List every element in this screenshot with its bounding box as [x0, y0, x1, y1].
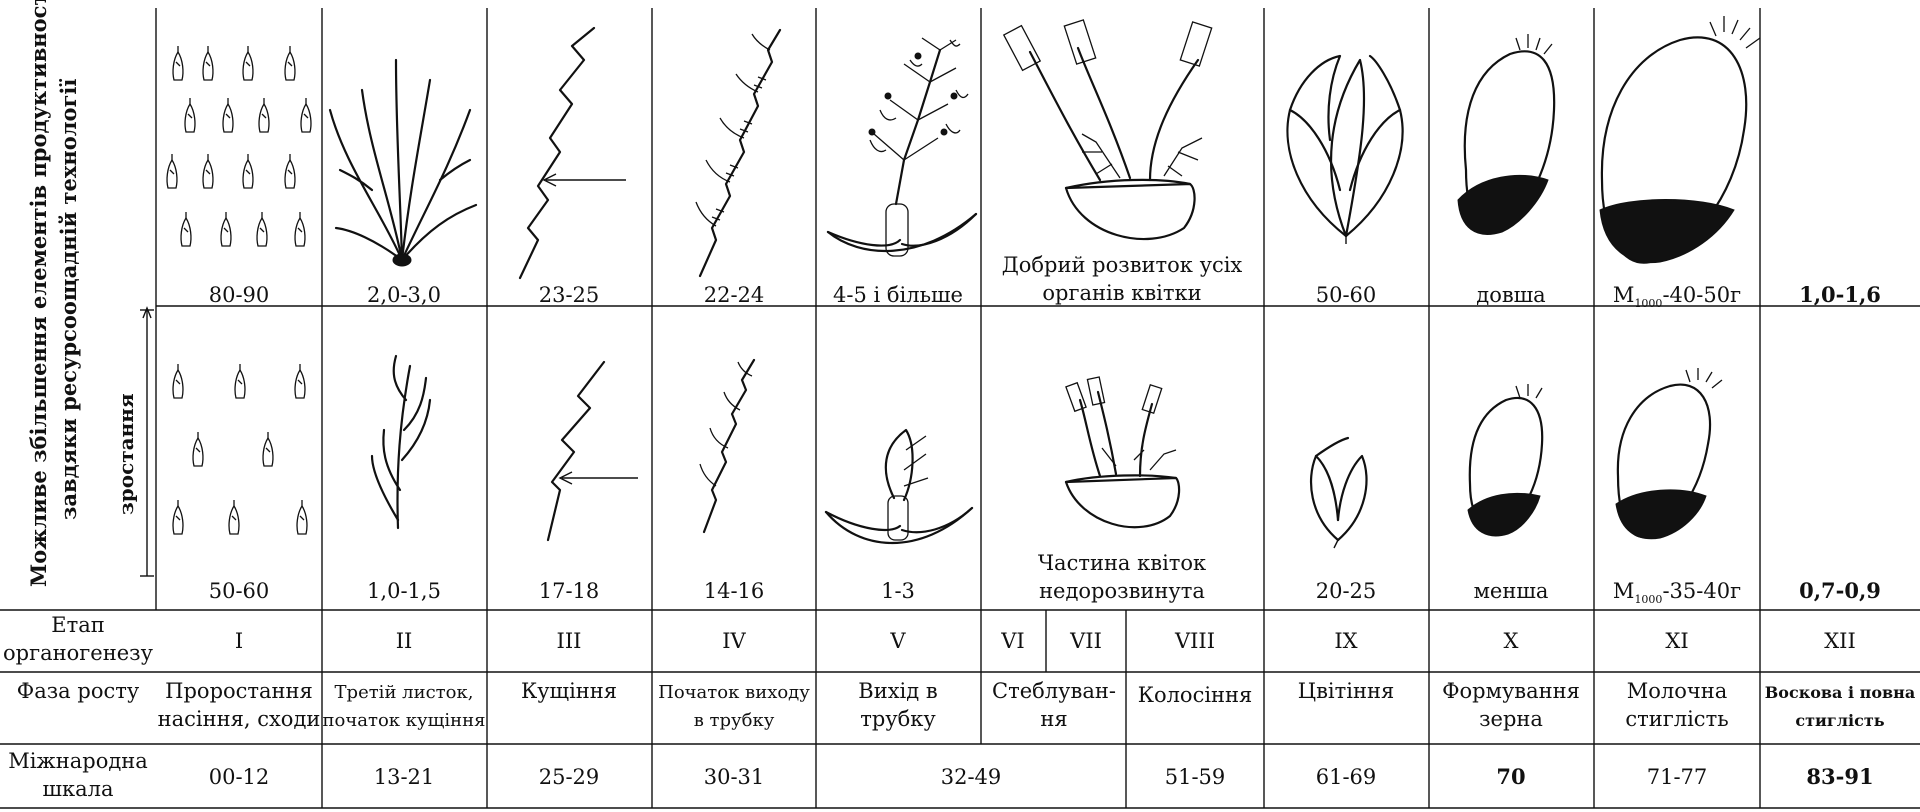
bottom-value-stage-4: 14-16 [704, 579, 765, 603]
top-value-stage-5: 4-5 і більше [833, 283, 963, 307]
phase-6-line1: Стеблуван- [992, 679, 1116, 703]
scale-5: 32-49 [941, 765, 1002, 789]
phase-12-line1: Воскова і повна [1765, 683, 1915, 702]
bottom-value-stage-2: 1,0-1,5 [367, 579, 441, 603]
stem-elongation-illustration [696, 30, 780, 276]
flower-full-illustration [1004, 20, 1212, 239]
bottom-value-stage-12: 0,7-0,9 [1799, 578, 1881, 603]
scale-6: 51-59 [1165, 765, 1226, 789]
stage-II: II [396, 629, 413, 653]
flowering-small-illustration [1311, 438, 1366, 548]
phase-row: Фаза росту Проростання насіння, сходи Тр… [17, 679, 1915, 731]
scale-8: 70 [1496, 764, 1525, 789]
tillering-node-illustration [520, 28, 626, 278]
scale-7: 61-69 [1316, 765, 1377, 789]
top-value-stage-12: 1,0-1,6 [1799, 282, 1881, 307]
phase-6-line2: ня [1040, 707, 1067, 731]
stem-elongation-small-illustration [700, 360, 754, 532]
tillering-node-small-illustration [548, 362, 638, 540]
phase-2-line1: Третій листок, [335, 682, 474, 703]
bottom-value-flower-line1: Частина квіток [1038, 551, 1206, 575]
flowering-illustration [1287, 56, 1402, 244]
scale-2: 13-21 [374, 765, 435, 789]
phase-11-line2: стиглість [1625, 707, 1728, 731]
stage-IV: IV [722, 629, 746, 653]
bottom-value-stage-10: менша [1474, 579, 1549, 603]
third-leaf-illustration [372, 356, 430, 528]
stage-III: III [557, 629, 582, 653]
top-value-flower-line1: Добрий розвиток усіх [1002, 253, 1243, 277]
scale-3: 25-29 [539, 765, 600, 789]
bottom-value-stage-1: 50-60 [209, 579, 270, 603]
phase-4-line2: в трубку [694, 710, 775, 731]
bottom-value-flower-line2: недорозвинута [1039, 579, 1205, 603]
milk-ripeness-small-illustration [1616, 368, 1722, 539]
scale-1: 00-12 [209, 765, 270, 789]
top-value-stage-10: довша [1476, 283, 1545, 307]
stage-row-label-line2: органогенезу [3, 641, 154, 665]
phase-11-line1: Молочна [1627, 679, 1728, 703]
stage-IX: IX [1334, 629, 1357, 653]
top-value-flower-line2: органів квітки [1042, 281, 1201, 305]
side-label-line2: завдяки ресурсоощадній технології [56, 79, 81, 520]
phase-1-line2: насіння, сходи [158, 707, 321, 731]
stage-XI: XI [1665, 629, 1688, 653]
phase-5-line1: Вихід в [858, 679, 937, 703]
stage-VI: VI [1000, 629, 1024, 653]
phase-4-line1: Початок виходу [658, 682, 810, 703]
side-label-line1: Можливе збільшення елементів продуктивно… [26, 0, 51, 587]
phase-2-line2: початок кущіння [323, 710, 486, 731]
tillering-plant-illustration [330, 60, 476, 266]
scale-10: 83-91 [1806, 764, 1873, 789]
phase-5-line2: трубку [860, 707, 936, 731]
seedlings-sparse-illustration [173, 364, 307, 534]
stage-V: V [889, 629, 906, 653]
booting-ear-illustration [828, 38, 976, 256]
phase-8: Колосіння [1138, 683, 1253, 707]
bottom-value-stage-11: M1000-35-40г [1613, 579, 1741, 606]
top-values-row: 80-90 2,0-3,0 23-25 22-24 4-5 і більше Д… [209, 253, 1881, 310]
bottom-value-stage-3: 17-18 [539, 579, 600, 603]
flower-partial-illustration [1066, 377, 1179, 527]
top-value-stage-9: 50-60 [1316, 283, 1377, 307]
bottom-values-row: 50-60 1,0-1,5 17-18 14-16 1-3 Частина кв… [209, 551, 1881, 606]
stage-row: Етап органогенезу I II III IV V VI VII V… [3, 613, 1856, 665]
phase-10-line2: зерна [1479, 707, 1543, 731]
stage-VIII: VIII [1174, 629, 1215, 653]
scale-4: 30-31 [704, 765, 765, 789]
phase-10-line1: Формування [1442, 679, 1580, 703]
top-value-stage-11: M1000-40-50г [1613, 283, 1741, 310]
phase-3: Кущіння [521, 679, 617, 703]
stage-VII: VII [1069, 629, 1102, 653]
grain-formation-small-illustration [1468, 384, 1542, 536]
phase-1-line1: Проростання [165, 679, 313, 703]
side-label-growth: зростання [114, 393, 138, 515]
stage-row-label-line1: Етап [51, 613, 104, 637]
stage-XII: XII [1824, 629, 1856, 653]
phase-9: Цвітіння [1298, 679, 1394, 703]
bottom-value-stage-5: 1-3 [881, 579, 915, 603]
scale-9: 71-77 [1647, 765, 1708, 789]
top-value-stage-1: 80-90 [209, 283, 270, 307]
top-value-stage-4: 22-24 [704, 283, 765, 307]
scale-row-label-line2: шкала [42, 777, 113, 801]
grain-formation-illustration [1458, 34, 1554, 234]
phase-12-line2: стиглість [1795, 711, 1884, 730]
milk-ripeness-illustration [1600, 16, 1760, 263]
seedlings-dense-illustration [167, 46, 311, 246]
top-value-stage-2: 2,0-3,0 [367, 283, 441, 307]
scale-row-label-line1: Міжнародна [8, 749, 148, 773]
bottom-value-stage-9: 20-25 [1316, 579, 1377, 603]
stage-I: I [235, 629, 243, 653]
stage-X: X [1504, 629, 1519, 653]
phase-row-label: Фаза росту [17, 679, 140, 703]
top-value-stage-3: 23-25 [539, 283, 600, 307]
booting-small-illustration [826, 430, 972, 543]
